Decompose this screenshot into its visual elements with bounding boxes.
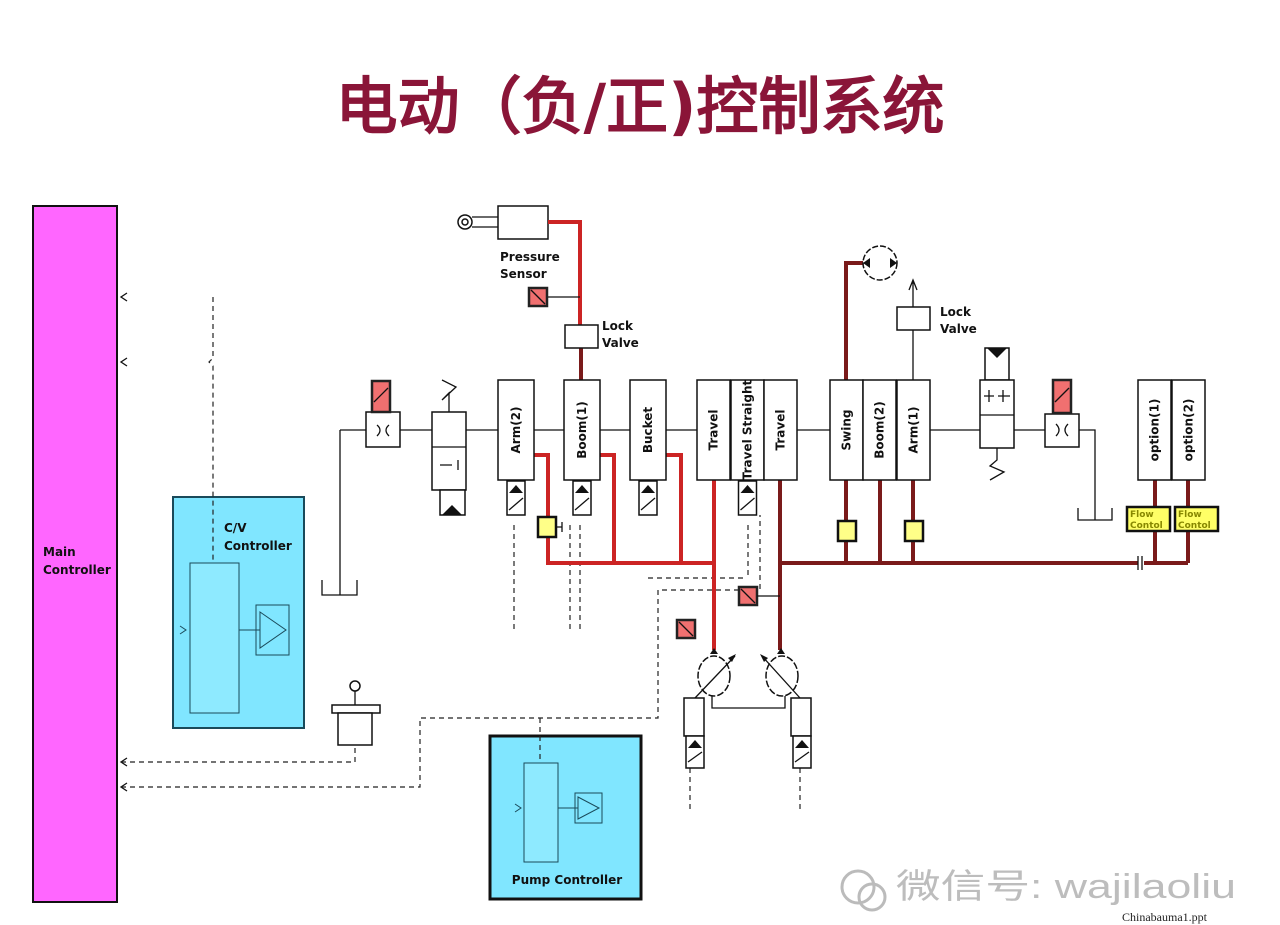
page-title: 电动（负/正)控制系统 — [336, 70, 945, 143]
flow-control-1: Flow Contol — [1125, 505, 1172, 533]
watermark-text: 微信号: wajilaoliu — [896, 868, 1236, 906]
spool-valve: Arm(2) — [497, 379, 535, 516]
solenoid-icon — [506, 480, 526, 516]
tank-icon — [1077, 508, 1113, 521]
spring-valve-icon — [431, 379, 467, 516]
solenoid-icon — [527, 286, 549, 308]
hydraulic-pump-icon — [760, 648, 812, 769]
spool-valve: Travel — [696, 379, 731, 481]
pressure-sensor-icon — [675, 618, 697, 640]
watermark: 微信号: wajilaoliu Chinabauma1.ppt — [840, 868, 1236, 924]
solenoid-icon — [572, 480, 592, 516]
cv-controller-label-1: C/V — [224, 521, 247, 535]
tank-icon — [321, 580, 358, 596]
spool-label: Travel — [774, 410, 788, 451]
amplifier-icon — [239, 604, 290, 656]
joystick-icon — [331, 680, 381, 746]
solenoid-icon — [1051, 378, 1073, 415]
spool-label: Arm(2) — [509, 406, 523, 453]
spool-label: Travel Straight — [741, 379, 755, 480]
solenoid-icon — [370, 379, 392, 414]
source-label: Chinabauma1.ppt — [1122, 910, 1208, 924]
pressure-switch-icon — [836, 519, 858, 543]
spring-valve-icon — [979, 347, 1015, 481]
orifice-icon — [365, 411, 401, 448]
cv-controller-label-2: Controller — [224, 539, 292, 553]
spool-valve: Travel Straight — [730, 379, 765, 516]
pressure-sensor-label-1: Pressure — [500, 250, 560, 264]
swing-motor-icon — [862, 245, 898, 281]
flow-control-label: Flow — [1130, 510, 1154, 520]
spool-valve: Boom(1) — [563, 379, 601, 516]
main-controller: Main Controller — [32, 205, 128, 903]
hydraulic-pump-icon — [683, 648, 786, 769]
spool-label: option(2) — [1182, 399, 1196, 462]
spool-valve: Swing — [829, 379, 864, 481]
solenoid-icon — [638, 480, 658, 516]
spool-label: Bucket — [641, 407, 655, 454]
amplifier-icon — [558, 792, 603, 824]
spool-valve: option(1) — [1137, 379, 1172, 481]
lock-valve-left — [564, 324, 599, 349]
main-controller-label-1: Main — [43, 545, 76, 559]
pressure-sensor-icon — [457, 205, 549, 240]
lock-valve-right-label-2: Valve — [940, 322, 977, 336]
spool-valve: Bucket — [629, 379, 667, 516]
spool-label: Arm(1) — [907, 406, 921, 453]
spool-valve: Boom(2) — [862, 379, 897, 481]
flow-control-label: Flow — [1178, 510, 1202, 520]
solenoid-icon — [737, 480, 758, 516]
spool-valve: Travel — [763, 379, 798, 481]
pressure-switch-icon — [536, 515, 558, 539]
pressure-sensor-label-2: Sensor — [500, 267, 547, 281]
spool-label: Boom(1) — [575, 401, 589, 458]
flow-control-2: Flow Contol — [1173, 505, 1220, 533]
spool-label: Travel — [707, 410, 721, 451]
main-controller-label-2: Controller — [43, 563, 111, 577]
pump-controller: Pump Controller — [488, 734, 643, 901]
spool-label: Boom(2) — [873, 401, 887, 458]
spool-valve: option(2) — [1171, 379, 1206, 481]
spool-label: option(1) — [1148, 399, 1162, 462]
lock-valve-right — [896, 306, 931, 331]
spool-valve: Arm(1) — [896, 379, 931, 481]
orifice-icon — [1044, 413, 1080, 448]
pressure-sensor-icon — [737, 585, 780, 607]
flow-control-label: Contol — [1130, 521, 1163, 531]
flow-control-label: Contol — [1178, 521, 1211, 531]
spool-label: Swing — [840, 410, 854, 451]
lock-valve-left-label-2: Valve — [602, 336, 639, 350]
pump-controller-label: Pump Controller — [512, 873, 622, 887]
lock-valve-right-label-1: Lock — [940, 305, 972, 319]
lock-valve-left-label-1: Lock — [602, 319, 634, 333]
pressure-switch-icon — [903, 519, 925, 543]
cv-controller: C/V Controller — [172, 496, 305, 729]
